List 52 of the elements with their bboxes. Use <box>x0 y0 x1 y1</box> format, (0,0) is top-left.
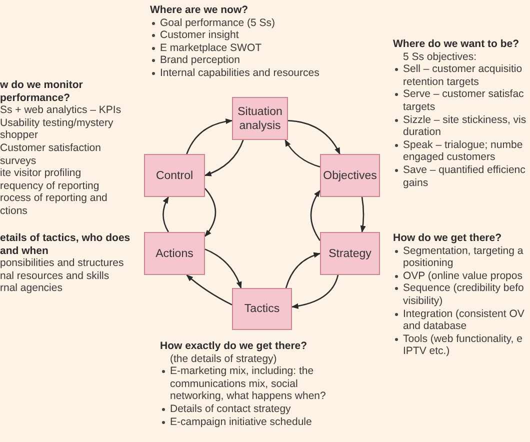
bullet-item: Speak – trialogue; numbe engaged customers <box>393 138 530 164</box>
process-box: Tactics <box>232 288 292 330</box>
note-text: rnal agencies <box>0 282 64 295</box>
bullet-item: Sizzle – site stickiness, vis duration <box>393 114 530 139</box>
bullet-item: E marketplace SWOT <box>150 42 340 54</box>
bullet-item: E-marketing mix, including: the communications mix, social networking, what happens when? <box>160 365 350 403</box>
bullet-item: Details of contact strategy <box>160 402 350 416</box>
bullet-item: Segmentation, targeting a positioning <box>393 244 530 270</box>
section-heading: Where are we now? <box>150 4 250 17</box>
bullet-item: E-campaign initiative schedule <box>160 416 350 428</box>
bullet-item: OVP (online value propos <box>393 270 530 282</box>
section-heading: How exactly do we get there? <box>160 340 308 353</box>
bullet-item: Save – quantified efficienc gains <box>393 164 530 190</box>
arrow <box>162 196 169 232</box>
arrow <box>310 190 321 241</box>
arrow <box>284 139 320 168</box>
bullet-item: Customer insight <box>150 29 340 42</box>
bullet-item: Goal performance (5 Ss) <box>150 16 340 30</box>
bullet-item: Sell – customer acquisitio retention targets <box>393 63 530 88</box>
note-text: Usability testing/mystery shopper <box>0 116 114 142</box>
bullet-item: Integration (consistent OV and database <box>393 308 530 333</box>
note-text: (the details of strategy) <box>169 352 278 366</box>
arrow <box>204 248 242 289</box>
section-heading: How do we get there? <box>393 232 503 245</box>
note-text: Ss + web analytics – KPIs <box>0 104 122 117</box>
note-text: requency of reporting <box>0 180 100 192</box>
note-text: 5 Ss objectives: <box>402 50 478 64</box>
arrow <box>288 120 340 155</box>
bullet-item: Sequence (credibility befo visibility) <box>393 282 530 308</box>
arrow <box>186 274 232 306</box>
section-heading: w do we monitor performance? <box>0 79 84 104</box>
arrow <box>186 118 233 154</box>
arrow <box>204 188 216 237</box>
arrow <box>204 140 244 176</box>
section-heading: Where do we want to be? <box>393 38 520 51</box>
note-text: nal resources and skills <box>0 270 110 282</box>
process-box: Situation analysis <box>232 97 288 140</box>
bullet-item: Serve – customer satisfac targets <box>393 88 530 114</box>
note-text: ite visitor profiling <box>0 167 82 180</box>
bullet-item: Brand perception <box>150 54 340 67</box>
note-text: rocess of reporting and ctions <box>0 192 108 218</box>
arrow <box>291 274 339 309</box>
process-box: Objectives <box>320 154 380 197</box>
process-box: Control <box>144 154 205 197</box>
note-text: ponsibilities and structures <box>0 257 125 270</box>
process-box: Strategy <box>320 232 380 275</box>
process-box: Actions <box>144 232 205 275</box>
arrow <box>360 196 366 233</box>
bullet-item: Tools (web functionality, e IPTV etc.) <box>393 332 530 358</box>
section-heading: etails of tactics, who does and when <box>0 232 132 258</box>
arrow <box>285 252 321 288</box>
bullet-item: Internal capabilities and resources <box>150 66 340 80</box>
